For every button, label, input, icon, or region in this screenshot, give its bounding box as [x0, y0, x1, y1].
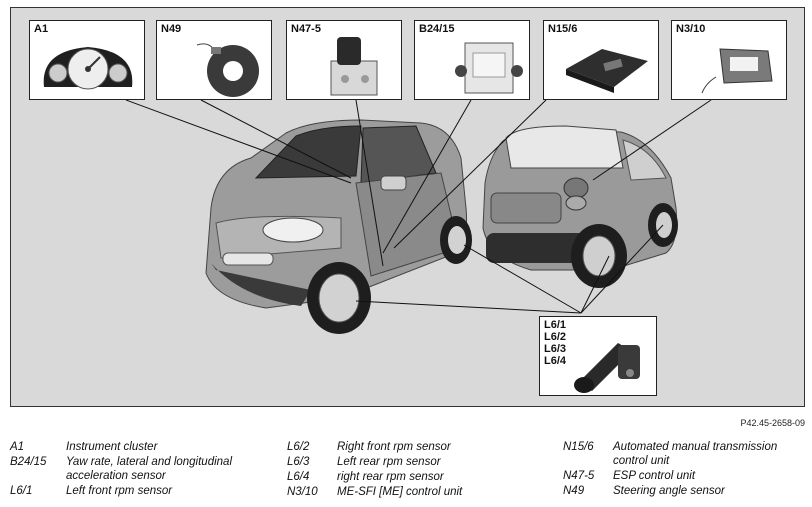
component-code: N49 — [161, 23, 182, 35]
figure-reference: P42.45-2658-09 — [740, 418, 805, 428]
legend-row: A1 Instrument cluster — [10, 440, 270, 454]
legend-code: N15/6 — [563, 441, 594, 453]
legend-row: L6/1 Left front rpm sensor — [10, 484, 270, 498]
component-code: A1 — [34, 23, 49, 35]
legend-column-3: N15/6 Automated manual transmission cont… — [563, 440, 803, 499]
vehicle-illustration — [125, 99, 712, 334]
legend-text: Left front rpm sensor — [66, 485, 173, 497]
legend-code: L6/3 — [287, 456, 310, 468]
legend-code: N3/10 — [287, 486, 318, 498]
component-box-b24-15: B24/15 — [414, 20, 530, 100]
legend-text: Left rear rpm sensor — [337, 456, 441, 468]
legend-code: L6/1 — [10, 485, 33, 497]
legend-text: Steering angle sensor — [613, 485, 725, 497]
leader-lines — [125, 99, 712, 314]
component-box-a1: A1 — [29, 20, 145, 100]
legend-text: Yaw rate, lateral and longitudinal accel… — [66, 456, 233, 482]
rpm-sensor-image — [574, 343, 640, 393]
legend-row: L6/3 Left rear rpm sensor — [287, 455, 527, 469]
legend-text: right rear rpm sensor — [337, 471, 444, 483]
component-code: B24/15 — [419, 23, 455, 35]
legend-text: Instrument cluster — [66, 441, 158, 453]
legend-text: Automated manual transmission control un… — [613, 441, 778, 467]
legend-code: A1 — [10, 441, 25, 453]
legend-code: L6/4 — [287, 471, 310, 483]
component-code: N3/10 — [676, 23, 706, 35]
rear-car — [482, 125, 678, 288]
front-car — [205, 119, 472, 334]
legend-code: L6/2 — [287, 441, 310, 453]
legend-column-2: L6/2 Right front rpm sensor L6/3 Left re… — [287, 440, 527, 500]
legend-code: N47-5 — [563, 470, 595, 482]
legend-row: N3/10 ME-SFI [ME] control unit — [287, 485, 527, 499]
legend-row: L6/4 right rear rpm sensor — [287, 470, 527, 484]
component-box-n3-10: N3/10 — [671, 20, 787, 100]
legend-text: ME-SFI [ME] control unit — [337, 486, 463, 498]
legend-column-1: A1 Instrument cluster B24/15 Yaw rate, l… — [10, 440, 270, 499]
transmission-control-unit-image — [566, 49, 648, 93]
component-box-n47-5: N47-5 — [286, 20, 402, 100]
component-code: L6/1 L6/2 L6/3 L6/4 — [544, 319, 567, 367]
component-code: N47-5 — [291, 23, 321, 35]
component-box-l6: L6/1 L6/2 L6/3 L6/4 — [539, 316, 657, 396]
legend-code: B24/15 — [10, 456, 47, 468]
legend-row: N47-5 ESP control unit — [563, 469, 803, 483]
legend-row: L6/2 Right front rpm sensor — [287, 440, 527, 454]
esp-control-unit-image — [330, 37, 378, 96]
steering-angle-sensor-image — [196, 43, 259, 97]
yaw-rate-sensor-image — [455, 42, 523, 94]
legend-row: N15/6 Automated manual transmission cont… — [563, 440, 803, 468]
legend-text: Right front rpm sensor — [337, 441, 451, 453]
component-code: N15/6 — [548, 23, 578, 35]
instrument-cluster-image — [43, 47, 133, 90]
component-box-n49: N49 — [156, 20, 272, 100]
legend-text: ESP control unit — [613, 470, 696, 482]
diagram-frame: A1 N49 N47-5 B24/15 — [10, 7, 805, 407]
legend-row: N49 Steering angle sensor — [563, 484, 803, 498]
me-sfi-control-unit-image — [701, 48, 773, 94]
component-box-n15-6: N15/6 — [543, 20, 659, 100]
legend-code: N49 — [563, 485, 585, 497]
legend-row: B24/15 Yaw rate, lateral and longitudina… — [10, 455, 270, 483]
